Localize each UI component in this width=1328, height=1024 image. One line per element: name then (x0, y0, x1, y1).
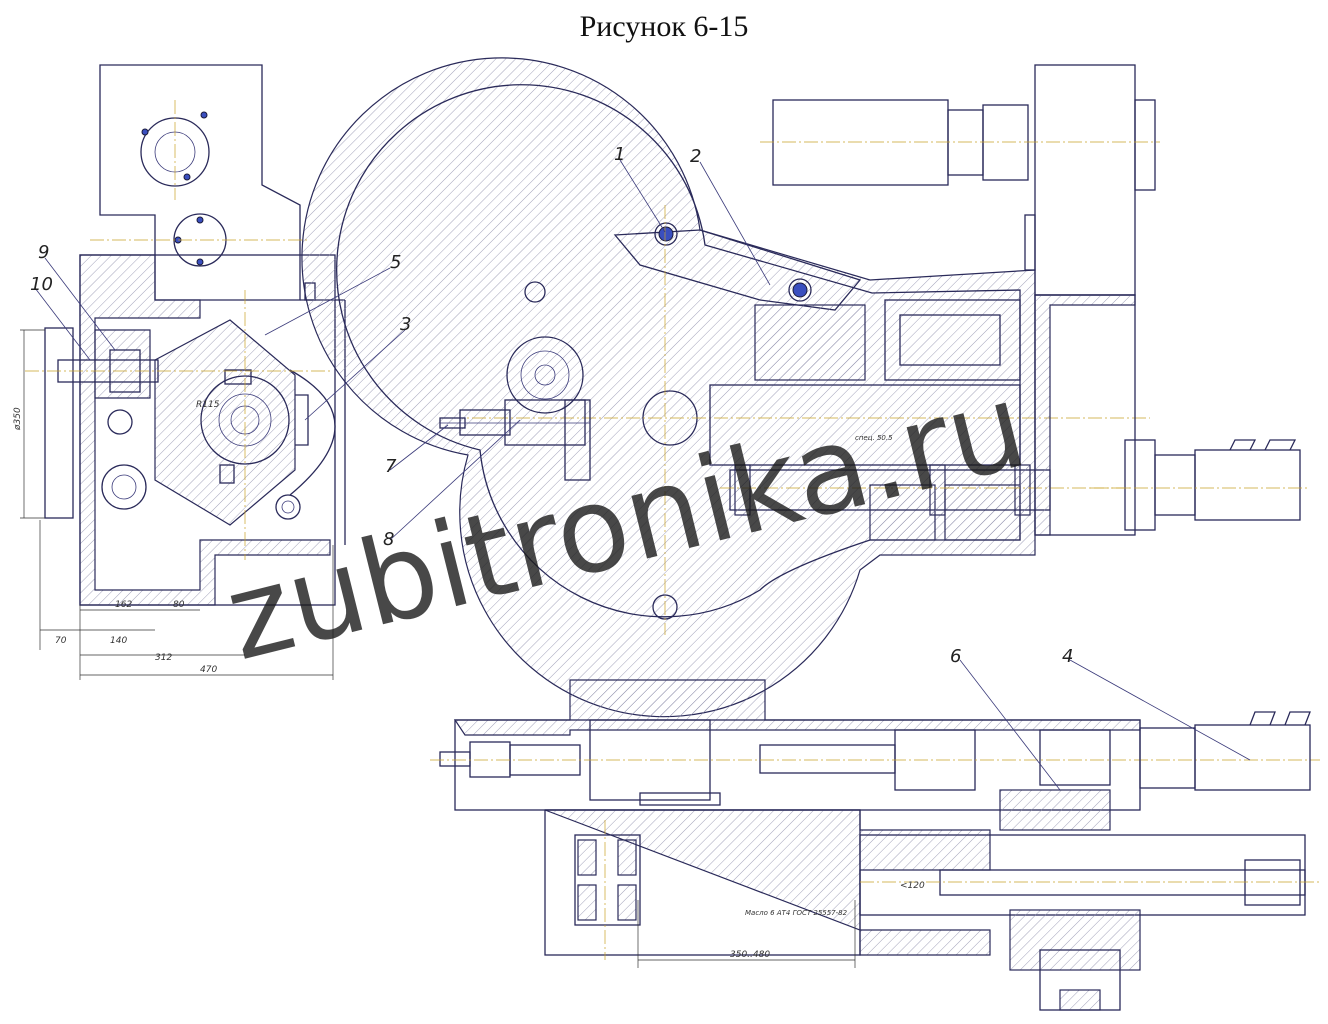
callouts: 1 2 3 4 5 6 7 8 9 10 (30, 144, 1251, 791)
dim-d350: ø350 (13, 407, 23, 431)
dim-312: 312 (155, 653, 172, 663)
callout-10: 10 (30, 274, 53, 295)
dim-162: 162 (115, 600, 132, 610)
callout-6: 6 (950, 646, 961, 667)
side-view: ø350 R115 162 80 70 140 312 470 (13, 64, 346, 680)
front-view: спец. 50.5 (301, 57, 1310, 718)
callout-7: 7 (385, 456, 397, 477)
callout-4: 4 (1062, 646, 1073, 667)
note-oil: Масло 6 АТ4 ГОСТ 25557-82 (745, 909, 848, 917)
callout-3: 3 (400, 314, 411, 335)
dim-470: 470 (200, 665, 217, 675)
figure-title: Рисунок 6-15 (579, 10, 749, 43)
callout-5: 5 (390, 252, 401, 273)
note-spec: спец. 50.5 (855, 434, 893, 442)
dim-r115: R115 (196, 400, 220, 410)
callout-9: 9 (38, 242, 49, 263)
dim-70: 70 (55, 636, 67, 646)
callout-1: 1 (614, 144, 625, 165)
callout-2: 2 (690, 146, 701, 167)
dim-80: 80 (173, 600, 185, 610)
dim-140: 140 (110, 636, 127, 646)
dim-120: <120 (900, 881, 925, 891)
bottom-section: 350..480 Масло 6 АТ4 ГОСТ 25557-82 <120 (430, 679, 1320, 1011)
callout-8: 8 (383, 529, 394, 550)
dim-stroke: 350..480 (730, 950, 770, 960)
